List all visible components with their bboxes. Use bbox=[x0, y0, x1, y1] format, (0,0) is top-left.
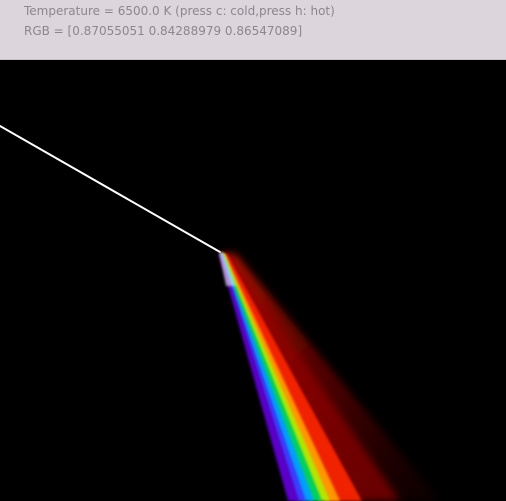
incident-light-beam bbox=[0, 125, 221, 253]
spectrum-band-cyan bbox=[220, 254, 314, 501]
spectrum-band-violet bbox=[219, 254, 299, 501]
render-canvas[interactable] bbox=[0, 60, 506, 501]
info-panel: Temperature = 6500.0 K (press c: cold,pr… bbox=[0, 0, 506, 60]
temperature-readout: Temperature = 6500.0 K (press c: cold,pr… bbox=[24, 4, 335, 18]
spectrum-band-red bbox=[221, 254, 362, 501]
dispersed-spectrum bbox=[219, 252, 440, 501]
spectrum-band-yellow bbox=[221, 254, 330, 501]
spectrum-band-green bbox=[221, 254, 322, 501]
rgb-readout: RGB = [0.87055051 0.84288979 0.86547089] bbox=[24, 24, 303, 38]
dispersion-scene bbox=[0, 125, 440, 501]
spectrum-band-orange bbox=[221, 254, 340, 501]
spectrum-band-blue bbox=[220, 254, 306, 501]
